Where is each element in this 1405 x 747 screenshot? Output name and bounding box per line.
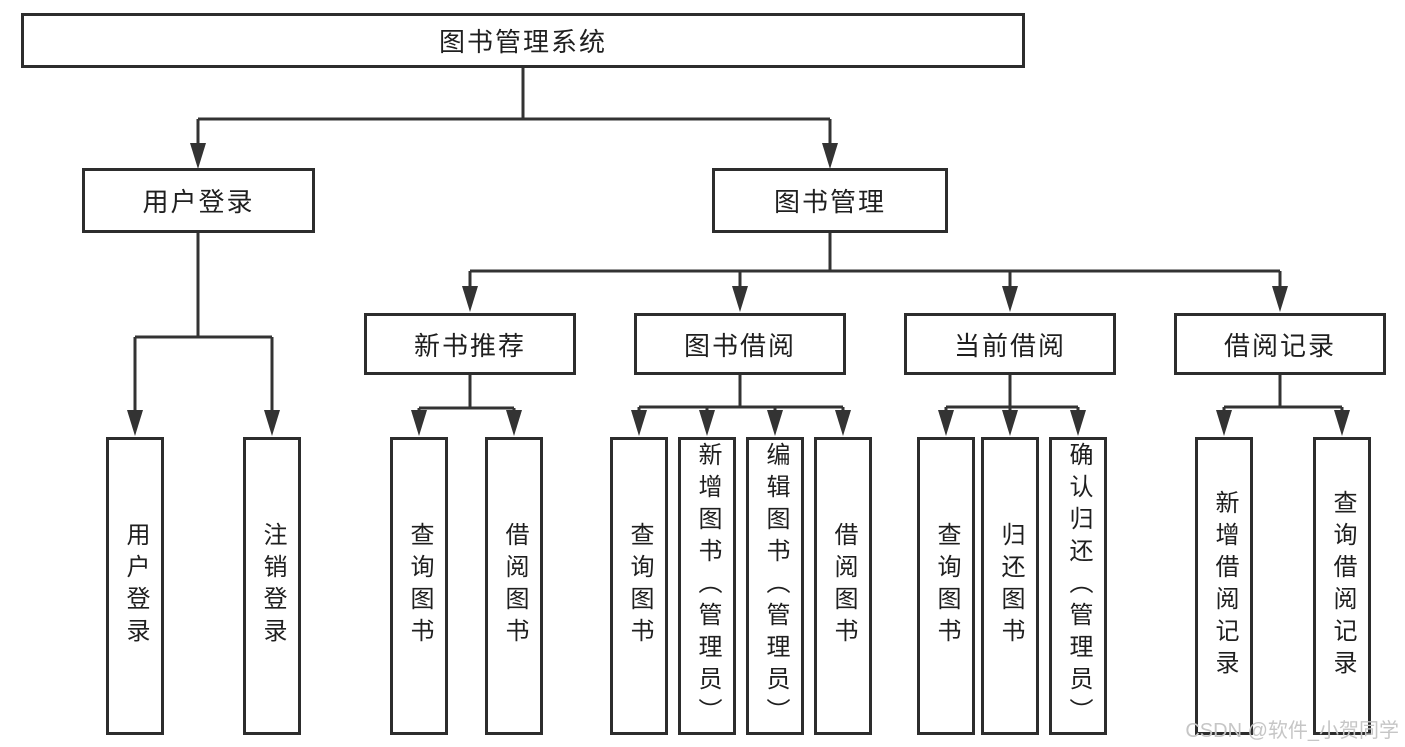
node-borrow-records: 借阅记录 xyxy=(1174,313,1386,375)
leaf-add-borrow-record: 新增借阅记录 xyxy=(1195,437,1253,735)
leaf-edit-book-admin: 编辑图书（管理员） xyxy=(746,437,804,735)
leaf-return-book: 归还图书 xyxy=(981,437,1039,735)
watermark: CSDN @软件_小贺同学 xyxy=(1185,720,1399,742)
connector-bookmgmt-to-level3 xyxy=(462,233,1288,312)
connector-borrow-to-leaves xyxy=(631,375,851,436)
connector-records-to-leaves xyxy=(1216,375,1350,436)
node-book-management: 图书管理 xyxy=(712,168,948,233)
leaf-query-book-current: 查询图书 xyxy=(917,437,975,735)
leaf-query-book-borrow: 查询图书 xyxy=(610,437,668,735)
node-current-borrow: 当前借阅 xyxy=(904,313,1116,375)
leaf-logout-login: 注销登录 xyxy=(243,437,301,735)
node-new-book-recommend: 新书推荐 xyxy=(364,313,576,375)
leaf-add-book-admin: 新增图书（管理员） xyxy=(678,437,736,735)
leaf-borrow-book-recommend: 借阅图书 xyxy=(485,437,543,735)
leaf-query-book-recommend: 查询图书 xyxy=(390,437,448,735)
leaf-query-borrow-record: 查询借阅记录 xyxy=(1313,437,1371,735)
leaf-confirm-return-admin: 确认归还（管理员） xyxy=(1049,437,1107,735)
node-book-borrow: 图书借阅 xyxy=(634,313,846,375)
leaf-user-login: 用户登录 xyxy=(106,437,164,735)
connector-current-to-leaves xyxy=(938,375,1086,436)
node-user-login: 用户登录 xyxy=(82,168,315,233)
connector-userlogin-to-leaves xyxy=(127,233,280,436)
node-root: 图书管理系统 xyxy=(21,13,1025,68)
connector-root-to-level2 xyxy=(190,68,838,169)
connector-newbook-to-leaves xyxy=(411,375,522,436)
leaf-borrow-book: 借阅图书 xyxy=(814,437,872,735)
